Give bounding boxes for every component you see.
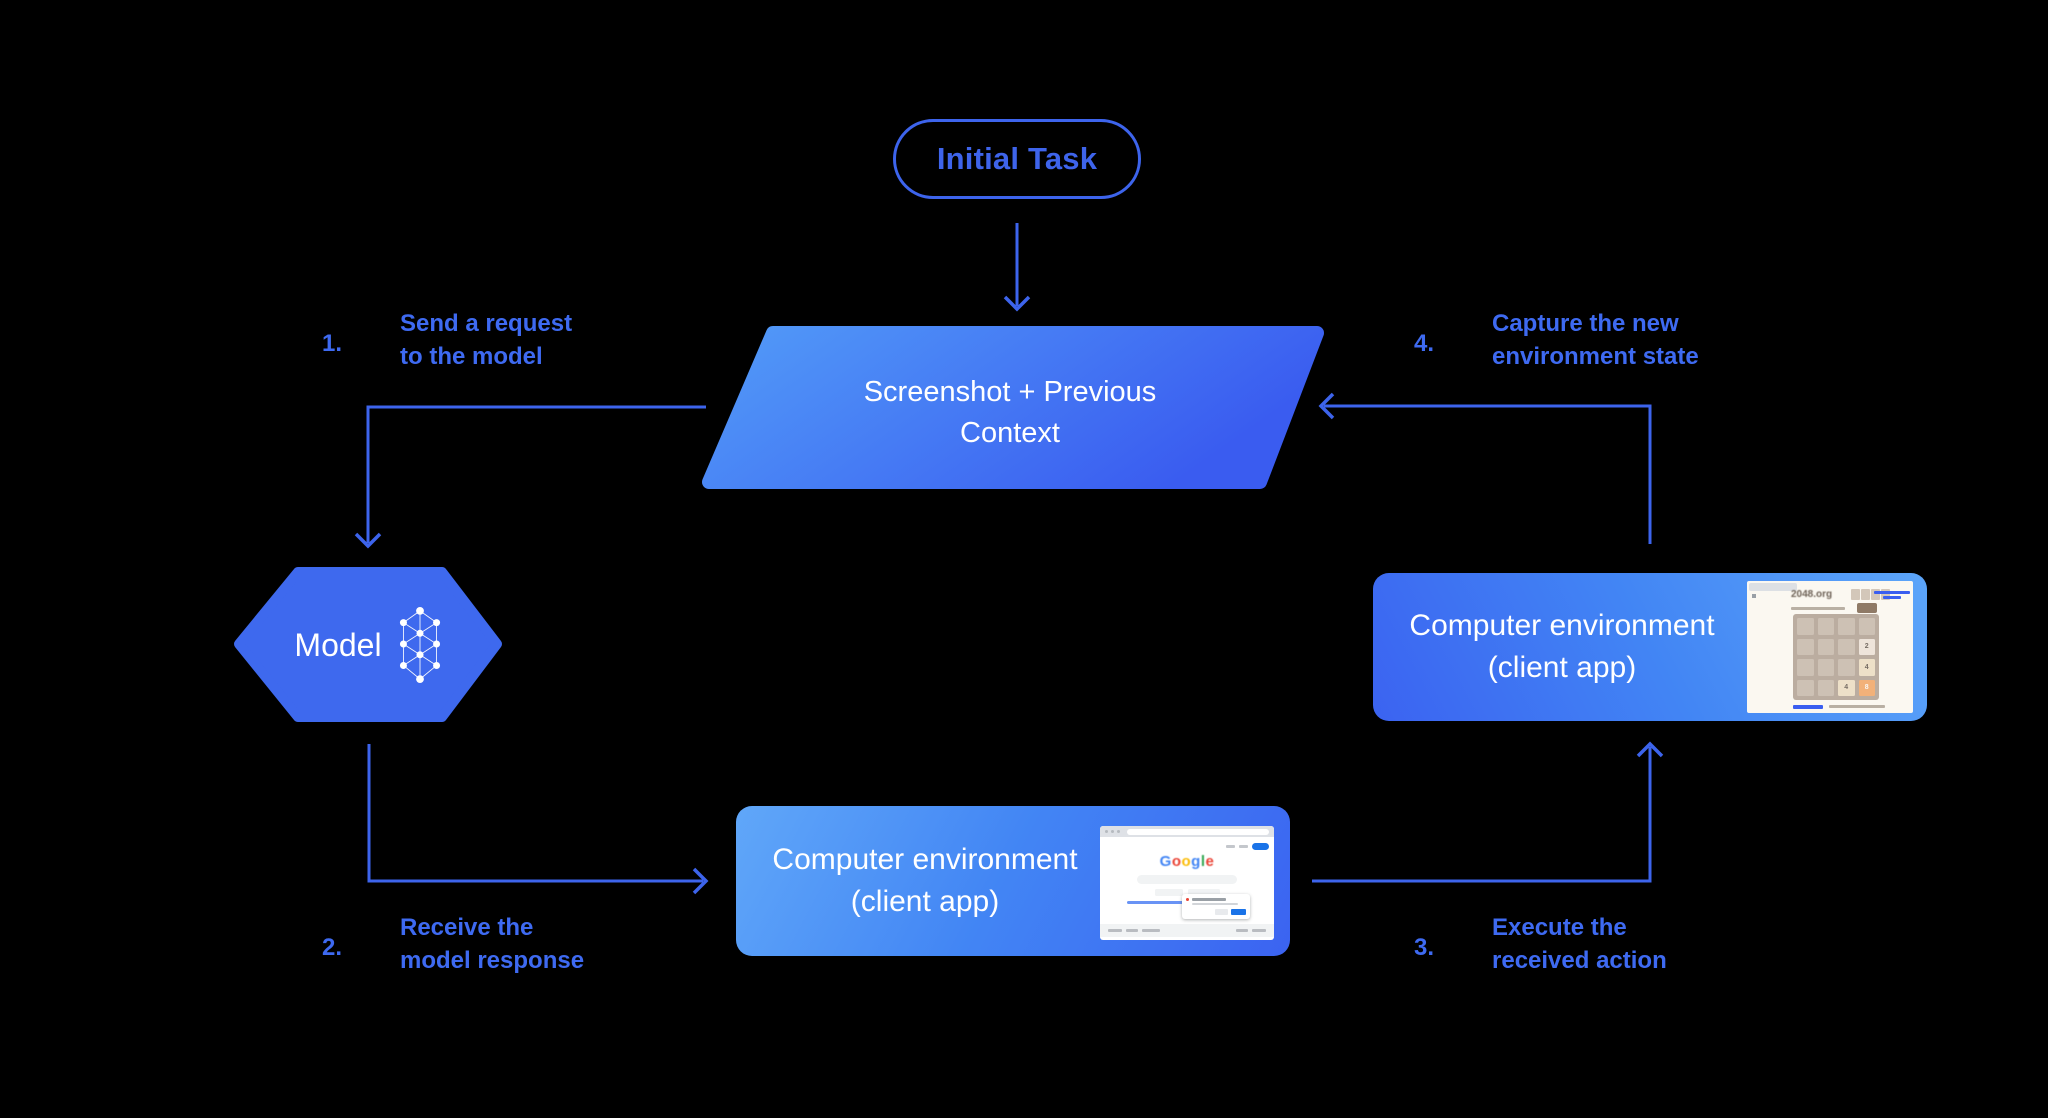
computer-environment-bottom-label: Computer environment (client app) [772,843,1078,918]
popup-dialog [1182,894,1250,919]
google-search-button [1154,889,1183,896]
neural-network-icon [399,607,440,683]
google-logo: Google [1159,853,1215,870]
address-bar [1127,828,1269,835]
step-4-number: 4. [1414,330,1435,357]
arrow-initial-task-to-context [1003,223,1031,312]
score-tiles [1851,589,1890,600]
arrow-step-4-environment-to-context [1318,392,1652,544]
game-2048-thumbnail: 2048.org 2 [1747,581,1913,713]
dialog-confirm-button [1231,909,1246,915]
screenshot-context-label: Screenshot + Previous Context [863,376,1157,449]
step-1-label: Send a request to the model [400,310,573,370]
google-search-thumbnail: Google [1100,826,1274,940]
search-input [1137,875,1237,884]
browser-tab [1749,583,1797,591]
computer-environment-bottom-node: Computer environment (client app) Google [736,806,1290,956]
step-2-number: 2. [322,934,343,961]
computer-environment-right-label: Computer environment (client app) [1409,609,1715,684]
dialog-cancel-button [1215,909,1228,915]
new-game-button [1857,603,1877,613]
arrow-step-2-model-to-environment [367,744,709,895]
step-2-label: Receive the model response [400,914,585,974]
step-4-label: Capture the new environment state [1492,310,1699,370]
model-node [234,567,502,722]
arrow-step-1-context-to-model [354,405,706,549]
model-node-content: Model [239,572,497,718]
computer-environment-right-node: Computer environment (client app) 2048.o… [1373,573,1927,721]
browser-chrome-bar [1100,826,1274,837]
model-label: Model [294,626,382,663]
step-3-number: 3. [1414,934,1435,961]
step-3-label: Execute the received action [1492,914,1667,974]
feeling-lucky-button [1187,889,1220,896]
game-title: 2048.org [1791,589,1833,600]
sign-in-button [1252,843,1269,850]
initial-task-label: Initial Task [936,141,1098,176]
game-board: 2 4 4 8 [1793,614,1879,700]
initial-task-node: Initial Task [893,119,1141,199]
screenshot-context-node [702,326,1324,489]
step-1-number: 1. [322,330,343,357]
footer-bar [1100,924,1274,937]
arrow-step-3-environment-to-environment [1312,741,1664,883]
